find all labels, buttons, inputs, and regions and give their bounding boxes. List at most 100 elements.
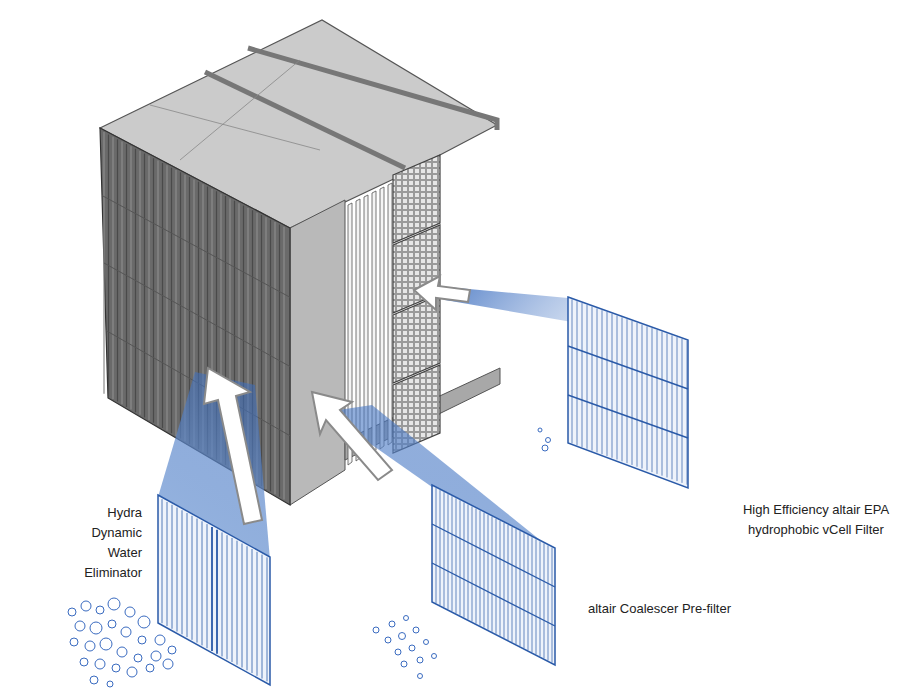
droplet bbox=[108, 598, 120, 610]
roof-brace bbox=[150, 105, 320, 150]
droplet bbox=[395, 649, 401, 655]
vane-line bbox=[237, 541, 238, 665]
pleat-line bbox=[516, 529, 517, 644]
vane-line bbox=[262, 555, 263, 679]
vane-line bbox=[207, 524, 208, 648]
pleat-line bbox=[532, 537, 533, 652]
droplet bbox=[125, 607, 135, 617]
vane-line bbox=[187, 513, 188, 637]
droplet bbox=[80, 658, 88, 666]
droplet bbox=[389, 621, 395, 627]
droplet bbox=[90, 676, 98, 684]
vane-line bbox=[232, 538, 233, 662]
droplet bbox=[85, 641, 95, 651]
housing-side bbox=[290, 200, 345, 505]
droplet bbox=[146, 664, 154, 672]
roof-rail bbox=[248, 48, 497, 130]
pleat-line bbox=[536, 539, 537, 654]
vane-line bbox=[211, 527, 213, 651]
pleat-line bbox=[602, 310, 603, 454]
droplet bbox=[385, 637, 391, 643]
droplet bbox=[138, 636, 146, 644]
louver-seam bbox=[102, 196, 290, 298]
pleat-line bbox=[577, 301, 578, 445]
pleat-line bbox=[572, 299, 573, 443]
pleat-band bbox=[432, 563, 555, 626]
flow-arrow bbox=[204, 368, 262, 524]
pleat-line bbox=[682, 339, 683, 483]
coalescer-pleats bbox=[432, 488, 555, 662]
pleat-line bbox=[622, 317, 623, 461]
pleat-line bbox=[612, 314, 613, 458]
droplet bbox=[112, 664, 120, 672]
pleat-line bbox=[617, 316, 618, 460]
droplet bbox=[70, 638, 78, 646]
pleat-line bbox=[468, 504, 469, 619]
droplet bbox=[96, 606, 104, 614]
pleat-line bbox=[496, 519, 497, 634]
pleat-line bbox=[512, 527, 513, 642]
pleat-line bbox=[524, 533, 525, 648]
droplet bbox=[418, 674, 423, 679]
pleat-line bbox=[452, 496, 453, 611]
water-eliminator bbox=[158, 495, 270, 685]
vane-line bbox=[216, 530, 218, 654]
vane-line bbox=[267, 557, 268, 681]
droplet bbox=[117, 647, 127, 657]
pleat-line bbox=[552, 547, 553, 662]
pleat-line bbox=[460, 500, 461, 615]
droplet bbox=[151, 651, 161, 661]
droplet bbox=[424, 640, 429, 645]
pleat-line bbox=[657, 330, 658, 474]
vane-line bbox=[222, 532, 223, 656]
droplet bbox=[546, 438, 551, 443]
droplet bbox=[68, 608, 76, 616]
droplet bbox=[108, 620, 116, 628]
vane-line bbox=[227, 535, 228, 659]
droplet bbox=[404, 616, 409, 621]
vane-line bbox=[197, 519, 198, 643]
pleat-line bbox=[672, 335, 673, 479]
droplet bbox=[373, 627, 379, 633]
frame-slat bbox=[388, 183, 392, 445]
pleat-line bbox=[667, 333, 668, 477]
droplet bbox=[90, 622, 102, 634]
flow-arrow bbox=[312, 392, 392, 480]
droplet bbox=[100, 638, 112, 650]
pleat-line bbox=[587, 305, 588, 449]
droplet bbox=[168, 646, 176, 654]
pleat-line bbox=[436, 488, 437, 603]
droplet bbox=[75, 621, 85, 631]
pleat-line bbox=[687, 341, 688, 485]
pleat-line bbox=[528, 535, 529, 650]
pleat-line bbox=[642, 325, 643, 469]
droplet bbox=[121, 627, 131, 637]
vane-line bbox=[172, 505, 173, 629]
vane-line bbox=[182, 510, 183, 634]
flow-arrow bbox=[414, 276, 470, 310]
droplet bbox=[432, 654, 437, 659]
droplet bbox=[401, 661, 407, 667]
pleat-line bbox=[476, 509, 477, 624]
pleat-line bbox=[607, 312, 608, 456]
pleat-line bbox=[647, 326, 648, 470]
droplet bbox=[81, 601, 91, 611]
pleat-line bbox=[484, 513, 485, 628]
pleat-line bbox=[500, 521, 501, 636]
pleat-band bbox=[432, 524, 555, 587]
pleat-line bbox=[662, 332, 663, 476]
vcell-pleats bbox=[568, 299, 688, 484]
cell-band bbox=[568, 395, 688, 438]
pleat-line bbox=[627, 319, 628, 463]
pleat-line bbox=[440, 490, 441, 605]
pleat-line bbox=[582, 303, 583, 447]
pleat-line bbox=[548, 545, 549, 660]
vcell-filter bbox=[568, 297, 688, 488]
vane-line bbox=[247, 546, 248, 670]
pleat-line bbox=[597, 308, 598, 452]
pleat-line bbox=[488, 515, 489, 630]
frame-slat bbox=[380, 187, 384, 449]
roof-brace bbox=[180, 60, 300, 160]
droplet bbox=[542, 445, 548, 451]
